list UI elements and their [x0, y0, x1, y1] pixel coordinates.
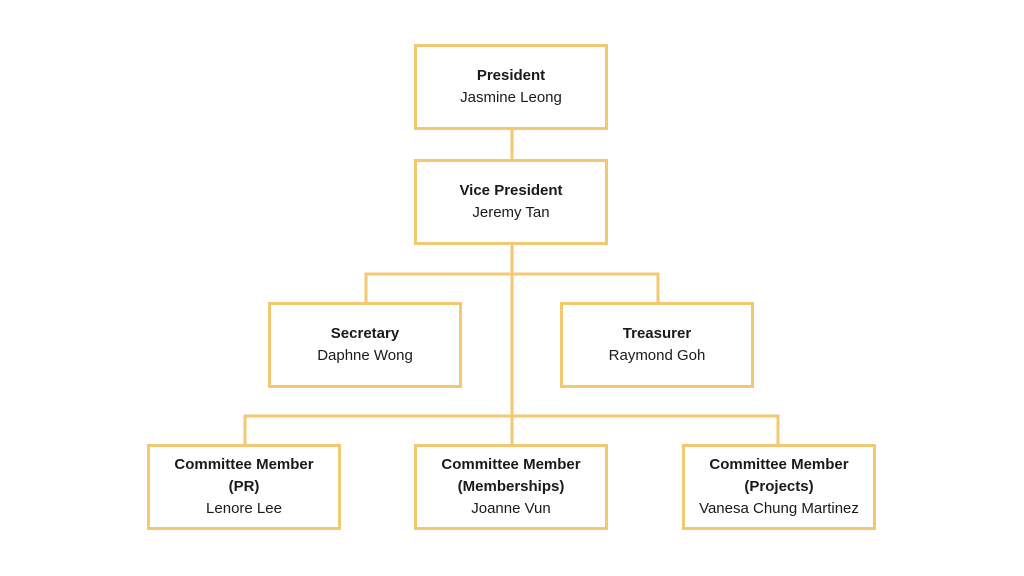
node-name: Daphne Wong [317, 347, 413, 364]
node-title: Committee Member [441, 456, 581, 473]
node-name: Raymond Goh [608, 347, 706, 364]
node-subtitle: (Projects) [744, 478, 814, 495]
node-treasurer: Treasurer Raymond Goh [560, 302, 754, 388]
node-secretary: Secretary Daphne Wong [268, 302, 462, 388]
node-president: President Jasmine Leong [414, 44, 608, 130]
node-name: Lenore Lee [206, 500, 282, 517]
node-subtitle: (Memberships) [457, 478, 565, 495]
node-title: President [476, 67, 546, 84]
node-subtitle: (PR) [228, 478, 260, 495]
node-committee-pr: Committee Member (PR) Lenore Lee [147, 444, 341, 530]
node-name: Jeremy Tan [472, 204, 550, 221]
node-name: Joanne Vun [471, 500, 551, 517]
node-name: Vanesa Chung Martinez [699, 500, 859, 517]
node-title: Committee Member [709, 456, 849, 473]
node-committee-projects: Committee Member (Projects) Vanesa Chung… [682, 444, 876, 530]
node-name: Jasmine Leong [460, 89, 562, 106]
node-title: Secretary [330, 325, 400, 342]
node-committee-memberships: Committee Member (Memberships) Joanne Vu… [414, 444, 608, 530]
node-title: Committee Member [174, 456, 314, 473]
node-title: Treasurer [622, 325, 692, 342]
node-vice-president: Vice President Jeremy Tan [414, 159, 608, 245]
node-title: Vice President [459, 182, 563, 199]
